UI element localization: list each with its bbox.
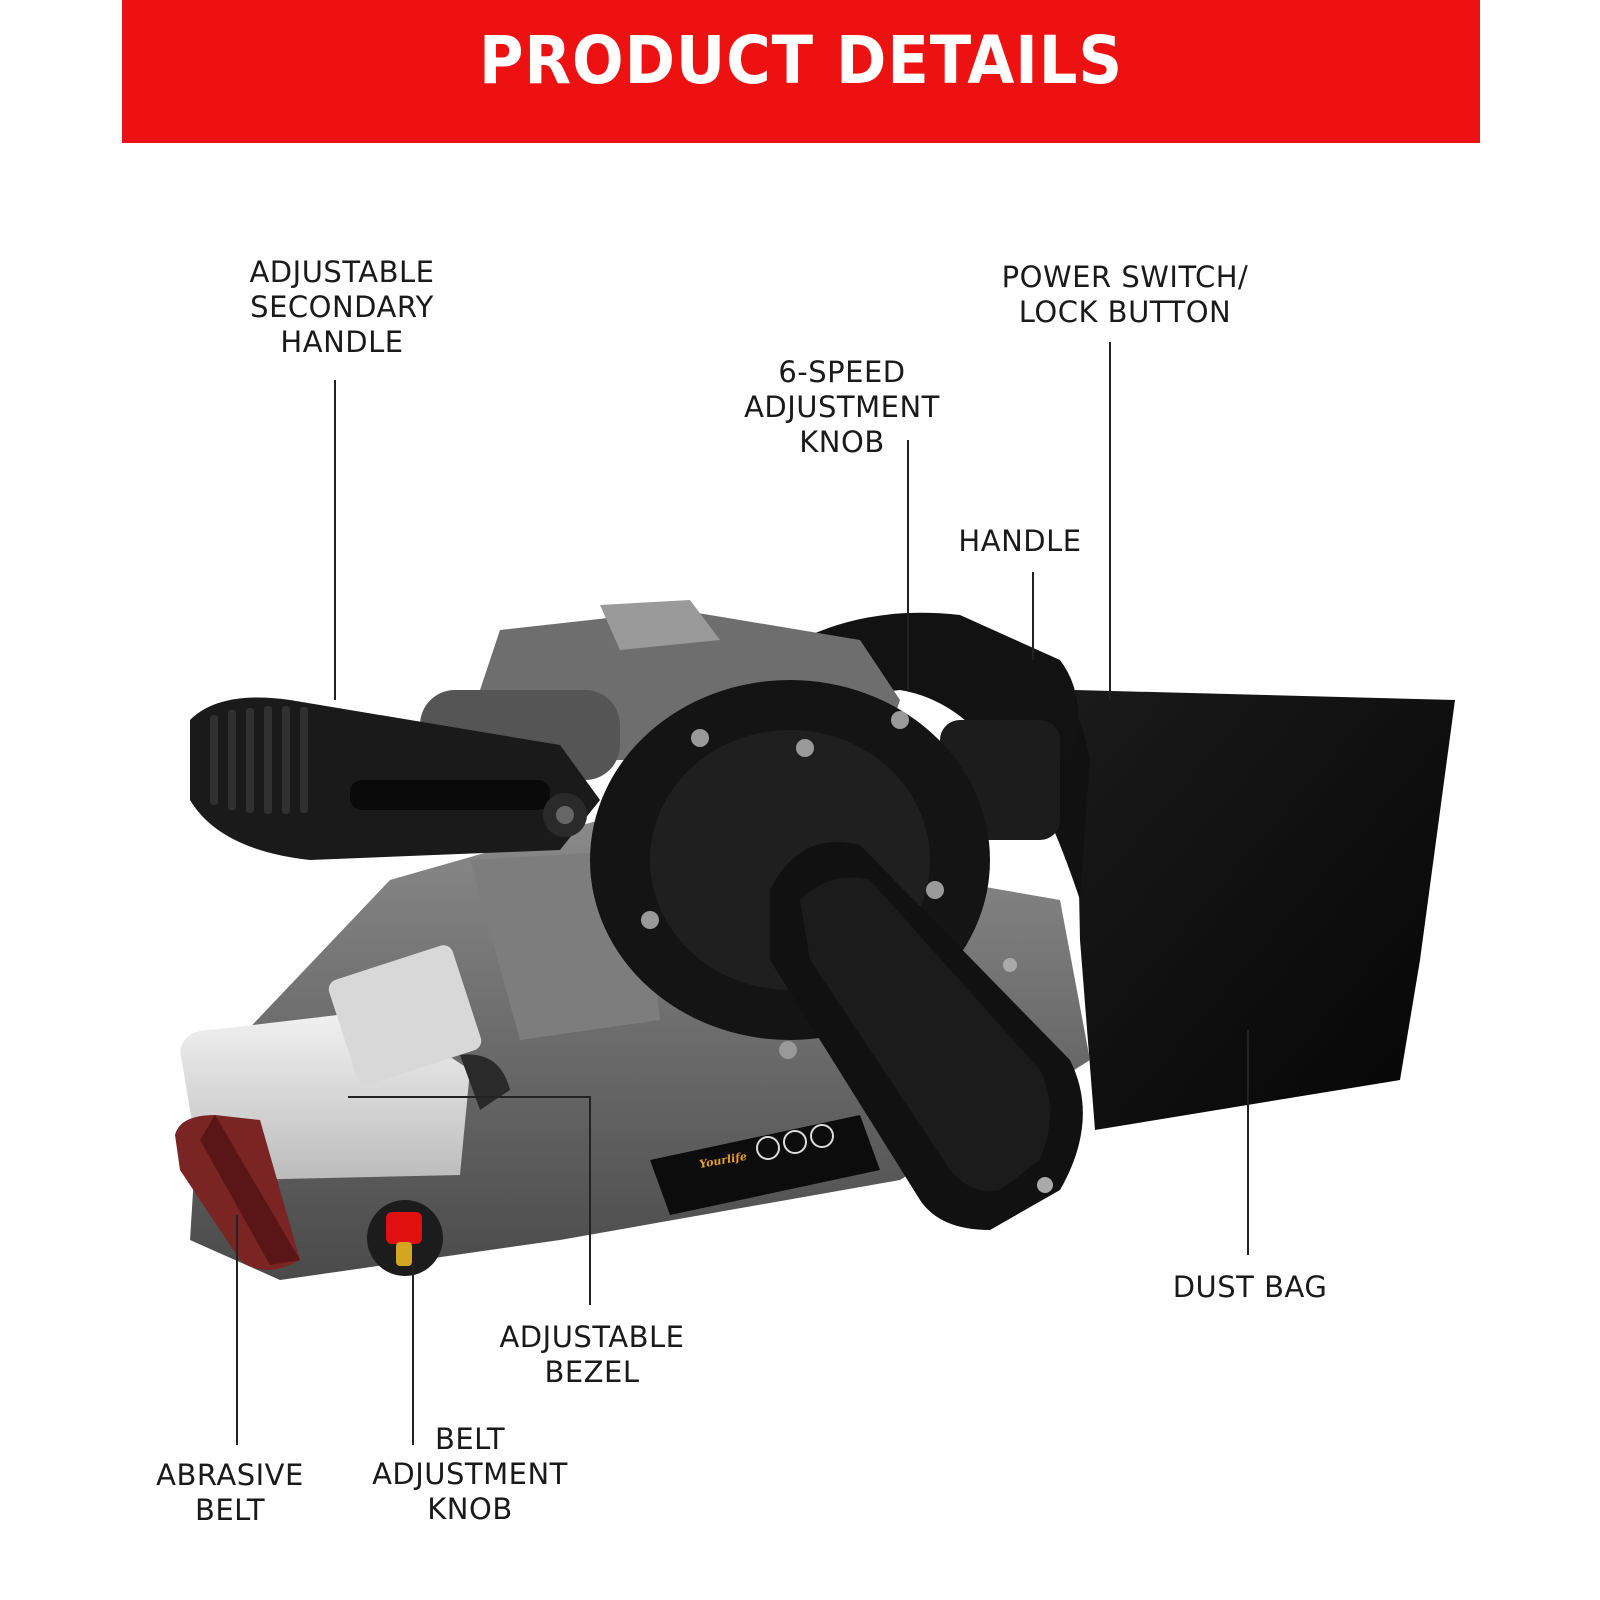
page-title: PRODUCT DETAILS [478, 22, 1124, 99]
secondary-handle-shape [190, 697, 600, 860]
header-banner: PRODUCT DETAILS [122, 0, 1480, 143]
callout-belt-knob: BELT ADJUSTMENT KNOB [372, 1422, 568, 1526]
callout-dust-bag: DUST BAG [1172, 1270, 1328, 1304]
callout-bezel: ADJUSTABLE BEZEL [499, 1320, 685, 1389]
callout-abrasive-belt: ABRASIVE BELT [156, 1458, 304, 1527]
callout-speed-knob: 6-SPEED ADJUSTMENT KNOB [744, 355, 940, 459]
leader-bezel [348, 1096, 591, 1305]
callout-secondary-handle: ADJUSTABLE SECONDARY HANDLE [249, 255, 435, 359]
callout-handle: HANDLE [958, 524, 1082, 558]
control-panel-shape [650, 1115, 880, 1215]
belt-knob-shape [386, 1212, 422, 1244]
callout-power-switch: POWER SWITCH/ LOCK BUTTON [1001, 260, 1249, 329]
dust-bag-shape [1075, 690, 1455, 1130]
